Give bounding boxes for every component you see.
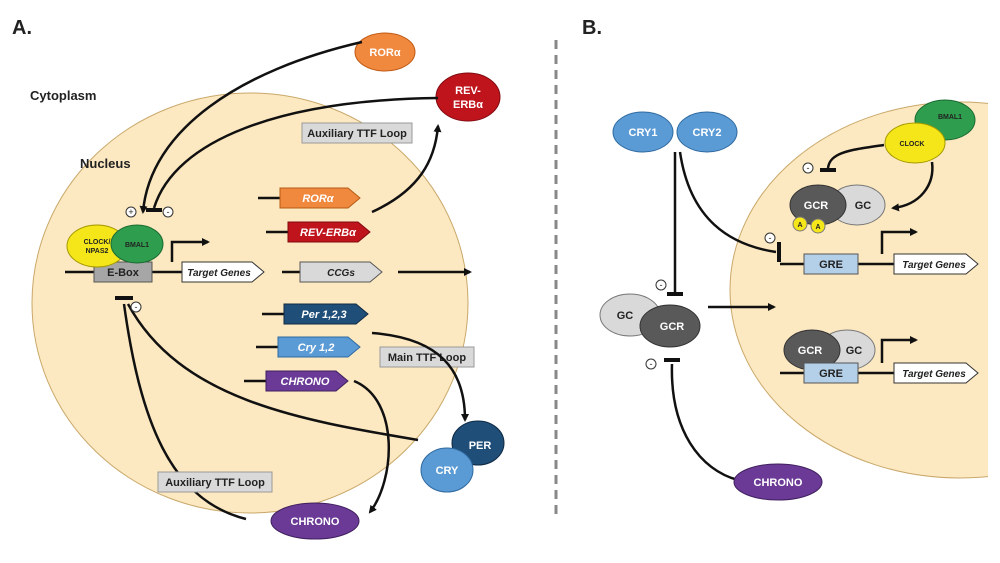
clock-gcr-inhibition-line: [826, 143, 885, 169]
clock-gc-arrow: [891, 161, 934, 212]
cry-gre-inhibition-line: [678, 151, 777, 254]
rev-erb-export-arrow: [371, 124, 442, 214]
nucleus-label: Nucleus: [80, 156, 131, 171]
gc-label-top: GC: [855, 200, 872, 212]
main-loop-arrow: [371, 331, 469, 422]
cry2-label: CRY2: [693, 127, 722, 139]
rev-gene-label: REV-ERBα: [300, 227, 357, 239]
bmal1-label: BMAL1: [125, 242, 149, 249]
rev-erb-protein: [435, 72, 501, 122]
cry2-protein: [676, 111, 738, 153]
acetylation-label-2: A: [815, 224, 820, 231]
ebox-transcription-arrow: [170, 238, 210, 262]
target-genes-label-b-top: Target Genes: [902, 260, 966, 271]
target-genes-label-a: Target Genes: [187, 268, 251, 279]
chrono-protein-b-label: CHRONO: [754, 477, 803, 489]
minus-sign-marker-top: [162, 206, 174, 218]
gcr-protein-cytoplasm: [639, 304, 701, 348]
chrono-inhibition-line: [122, 303, 247, 521]
rev-erb-protein-label-2: ERBα: [453, 99, 483, 111]
minus-sign-text-cry: -: [660, 280, 663, 290]
plus-sign-text: +: [128, 207, 133, 217]
bmal1-protein: [110, 224, 164, 264]
cytoplasm-label: Cytoplasm: [30, 88, 96, 103]
ccg-gene-label: CCGs: [327, 268, 355, 279]
gre-label-bottom: GRE: [819, 368, 843, 380]
ebox-box: [93, 261, 153, 283]
nucleus-b-clip: [988, 60, 1000, 530]
per-gene-label: Per 1,2,3: [301, 309, 346, 321]
minus-sign-marker-clock: [802, 162, 814, 174]
clock-label-b: CLOCK: [900, 141, 925, 148]
target-genes-box-b-bottom: [893, 362, 979, 384]
main-loop-label: Main TTF Loop: [388, 352, 466, 364]
bmal1-label-b: BMAL1: [938, 114, 962, 121]
gre-box-bottom: [803, 362, 859, 384]
aux-loop-top-box: [301, 122, 413, 144]
chrono-gene-label: CHRONO: [281, 376, 330, 388]
gcr-label-bottom: GCR: [798, 345, 823, 357]
minus-sign-text-gre: -: [769, 233, 772, 243]
gcr-label-cytoplasm: GCR: [660, 321, 685, 333]
chrono-protein-a: [270, 502, 360, 540]
panel-b-label: B.: [582, 17, 602, 39]
per-gene-box: [283, 303, 369, 325]
gre-top-transcription-arrow: [880, 228, 918, 254]
cry-gene-box: [277, 336, 361, 358]
ccg-gene-box: [299, 261, 383, 283]
minus-sign-text-ebox: -: [135, 302, 138, 312]
cry1-label: CRY1: [629, 127, 658, 139]
minus-sign-text-chrono: -: [650, 359, 653, 369]
per-cry-inhibition-line: [126, 303, 419, 442]
chrono-gene-box: [265, 370, 349, 392]
ror-alpha-protein: [354, 32, 416, 72]
target-genes-label-b-bottom: Target Genes: [902, 369, 966, 380]
chrono-export-arrow: [353, 379, 390, 514]
minus-sign-marker-chrono: [645, 358, 657, 370]
cry-protein-label: CRY: [436, 465, 459, 477]
target-genes-box-b-top: [893, 253, 979, 275]
gc-label-cytoplasm: GC: [617, 310, 634, 322]
cry1-protein: [612, 111, 674, 153]
rev-erb-protein-label-1: REV-: [455, 85, 481, 97]
ebox-label: E-Box: [107, 267, 140, 279]
minus-sign-marker-ebox: [130, 301, 142, 313]
chrono-gcr-inhibition-line: [670, 363, 739, 482]
gre-box-top: [803, 253, 859, 275]
clock-npas2-label-2: NPAS2: [86, 248, 109, 255]
gcr-label-top: GCR: [804, 200, 829, 212]
ror-alpha-protein-label: RORα: [369, 47, 400, 59]
gc-label-bottom: GC: [846, 345, 863, 357]
ror-gene-label: RORα: [302, 193, 334, 205]
cry-gene-label: Cry 1,2: [298, 342, 335, 354]
per-protein-label: PER: [469, 440, 492, 452]
acetylation-marker-1: [792, 216, 808, 232]
ror-gene-box: [279, 187, 361, 209]
minus-sign-text-top: -: [167, 207, 170, 217]
clock-npas2-label-1: CLOCK/: [84, 239, 111, 246]
nucleus-ellipse-b: [729, 101, 1000, 479]
gre-label-top: GRE: [819, 259, 843, 271]
rev-erb-inhibition-line: [152, 96, 439, 209]
acetylation-label-1: A: [797, 222, 802, 229]
aux-loop-bottom-label: Auxiliary TTF Loop: [165, 477, 265, 489]
minus-sign-text-clock: -: [807, 163, 810, 173]
rev-gene-box: [287, 221, 371, 243]
acetylation-marker-2: [810, 218, 826, 234]
minus-sign-marker-gre: [764, 232, 776, 244]
ror-activation-arrow: [139, 40, 363, 214]
clock-protein-b: [884, 122, 946, 164]
aux-loop-top-label: Auxiliary TTF Loop: [307, 128, 407, 140]
gre-bottom-transcription-arrow: [880, 336, 918, 363]
aux-loop-bottom-box: [157, 471, 273, 493]
chrono-protein-b: [733, 463, 823, 501]
target-genes-box-a: [181, 261, 265, 283]
plus-sign-marker: [125, 206, 137, 218]
minus-sign-marker-cry: [655, 279, 667, 291]
cry-protein: [420, 447, 474, 493]
chrono-protein-a-label: CHRONO: [291, 516, 340, 528]
panel-a-label: A.: [12, 17, 32, 39]
